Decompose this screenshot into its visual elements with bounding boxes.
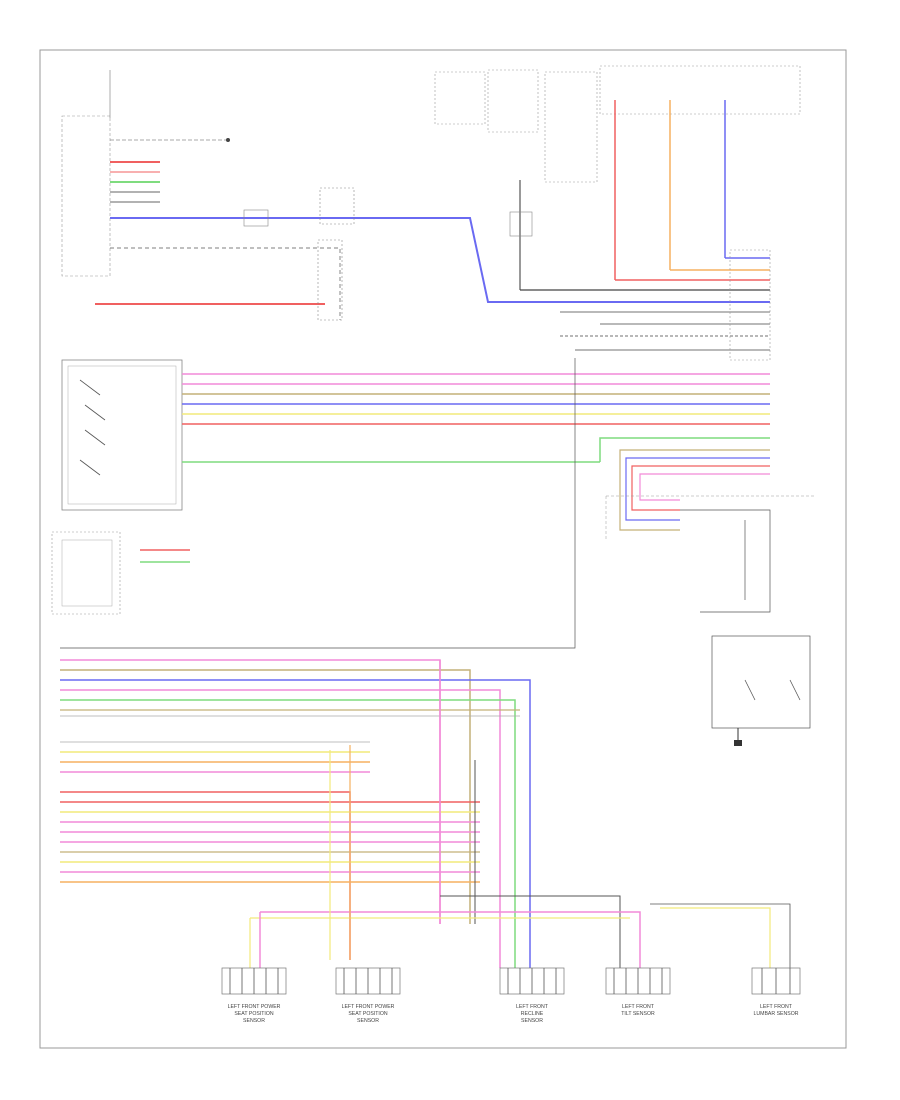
caption-1-line-1: LEFT FRONT POWER [228,1004,281,1010]
wire-dark-long [60,358,576,649]
right-relay-box [711,635,811,746]
caption-1-line-3: SENSOR [243,1018,265,1024]
caption-2-line-3: SENSOR [357,1018,379,1024]
caption-3-line-1: LEFT FRONT [516,1004,549,1010]
caption-5-line-1: LEFT FRONT [760,1004,793,1010]
top-left-fuse-block [61,70,230,277]
wire-dashed-upper [110,247,341,320]
wire-blue-upper [110,217,770,303]
upper-connectors [243,187,355,321]
top-right-fuses [434,65,801,290]
left-lower-connector [51,531,190,615]
caption-2-line-1: LEFT FRONT POWER [342,1004,395,1010]
right-connector-upper [520,249,771,361]
caption-4-line-2: TILT SENSOR [621,1011,655,1017]
caption-4-line-1: LEFT FRONT [622,1004,655,1010]
component-3 [499,967,565,995]
component-2 [335,967,401,995]
caption-2-line-2: SEAT POSITION [348,1011,388,1017]
caption-1-line-2: SEAT POSITION [234,1011,274,1017]
diagram-frame [39,49,847,1049]
left-seat-switch [61,359,183,511]
component-5 [751,967,801,995]
caption-5-line-2: LUMBAR SENSOR [754,1011,799,1017]
caption-3-line-2: RECLINE [521,1011,544,1017]
mid-bundle [182,373,770,463]
right-small-bundle [605,449,815,613]
lower-bundle [60,659,791,968]
caption-3-line-3: SENSOR [521,1018,543,1024]
component-4 [605,967,671,995]
component-1 [221,967,287,995]
